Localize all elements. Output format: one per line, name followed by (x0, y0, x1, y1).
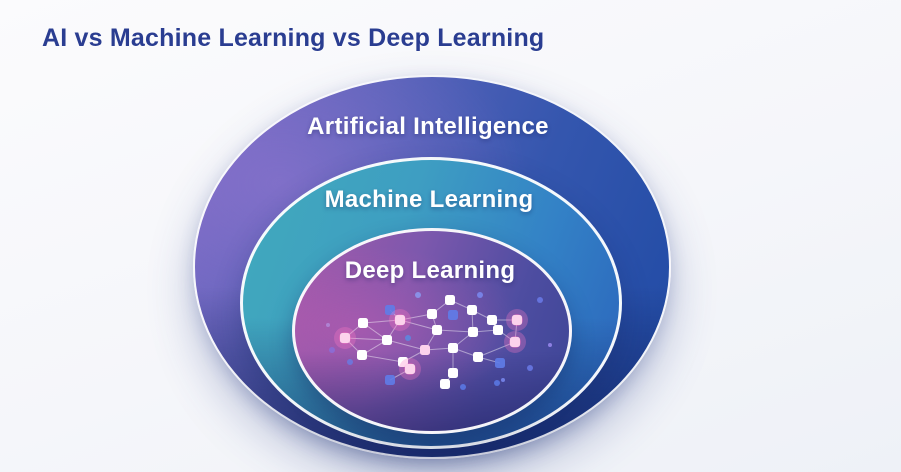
machine-learning-label: Machine Learning (324, 186, 534, 213)
page-title: AI vs Machine Learning vs Deep Learning (42, 24, 545, 52)
ai-label: Artificial Intelligence (307, 113, 549, 140)
deep-learning-label: Deep Learning (344, 257, 516, 284)
neural-network-illustration (300, 285, 580, 415)
neural-network-icon (326, 292, 552, 390)
